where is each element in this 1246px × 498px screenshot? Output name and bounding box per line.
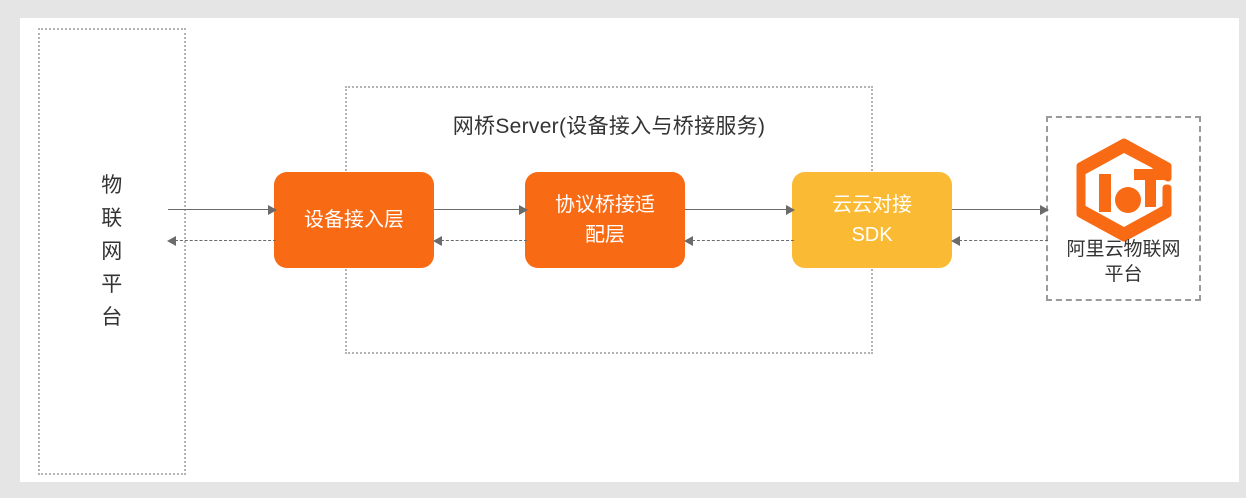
arrow-iot-platform-to-cloud-sdk [951, 236, 1048, 246]
arrow-device-access-to-platform [167, 236, 276, 246]
arrow-cloud-sdk-to-adapter [684, 236, 794, 246]
node-device-access-label: 设备接入层 [304, 209, 404, 231]
node-protocol-adapter[interactable]: 协议桥接适 配层 [525, 172, 685, 268]
bridge-server-title: 网桥Server(设备接入与桥接服务) [452, 115, 766, 138]
arrow-cloud-sdk-to-iot-platform [952, 205, 1049, 215]
node-protocol-adapter-label: 协议桥接适 配层 [555, 194, 655, 246]
arrow-adapter-to-device-access [433, 236, 527, 246]
arrow-device-access-to-adapter [434, 205, 528, 215]
left-platform-label: 物 联 网 平 台 [101, 174, 123, 329]
left-platform-box: 物 联 网 平 台 [38, 28, 186, 475]
arrow-platform-to-device-access [168, 205, 277, 215]
right-platform-box: 阿里云物联网 平台 [1046, 116, 1201, 301]
diagram-canvas: 物 联 网 平 台 网桥Server(设备接入与桥接服务) 设备接入层 协议桥接… [20, 18, 1239, 482]
node-cloud-sdk-label: 云云对接 SDK [832, 194, 912, 246]
right-platform-label: 阿里云物联网 平台 [1066, 239, 1181, 285]
node-cloud-sdk[interactable]: 云云对接 SDK [792, 172, 952, 268]
node-device-access[interactable]: 设备接入层 [274, 172, 434, 268]
arrow-adapter-to-cloud-sdk [685, 205, 795, 215]
alibaba-cloud-iot-logo-icon [1076, 138, 1171, 242]
